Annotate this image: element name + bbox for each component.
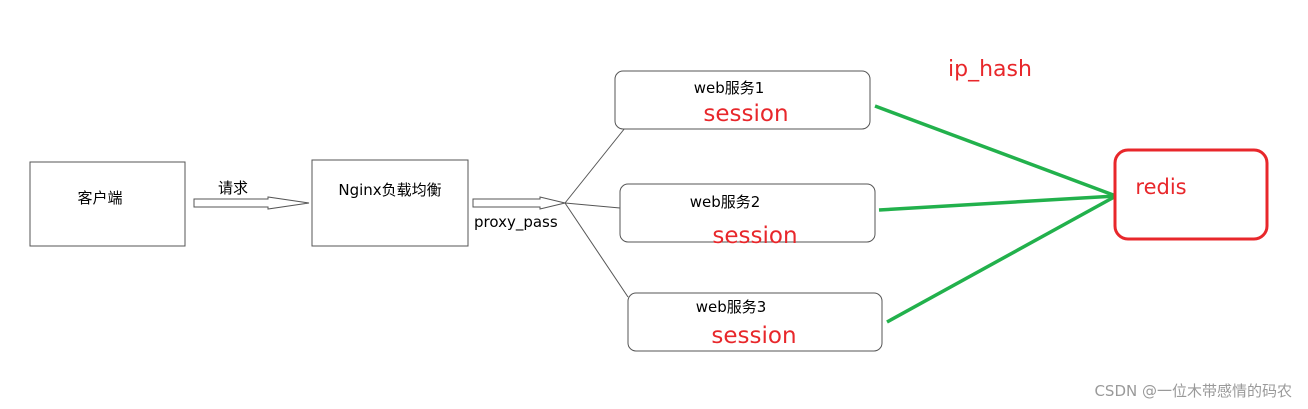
client-label: 客户端 [77,189,122,207]
web1-label: web服务1 [694,79,765,97]
request-label: 请求 [218,179,248,197]
nginx-label: Nginx负载均衡 [338,181,441,199]
web2-session: session [712,223,797,249]
fanout-line-web2 [564,202,621,209]
web1-session: session [703,101,788,127]
redis-line-web2 [878,194,1117,212]
web1-box [614,70,871,130]
client-box [29,161,186,247]
web3-session: session [711,323,796,349]
ip-hash-label: ip_hash [948,57,1032,82]
web3-box [627,292,883,352]
fanout-line-web3 [564,202,629,298]
redis-line-web1 [874,104,1117,198]
web2-label: web服务2 [690,193,761,211]
redis-line-web3 [886,194,1117,324]
proxy-label: proxy_pass [474,213,558,232]
watermark: CSDN @一位木带感情的码农 [1094,382,1292,400]
web3-label: web服务3 [696,298,767,316]
fanout-line-web1 [564,127,626,204]
web2-box [619,183,876,243]
redis-box [1113,148,1269,241]
proxy-arrow [472,196,566,210]
request-arrow [193,196,310,210]
nginx-box [311,159,469,247]
redis-label: redis [1135,175,1186,199]
